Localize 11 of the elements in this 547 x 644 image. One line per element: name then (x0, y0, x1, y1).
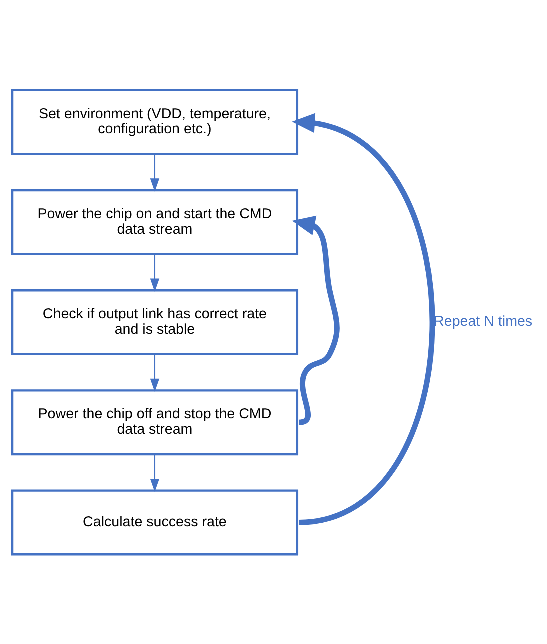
node-box: Calculate success rate (11, 489, 299, 556)
edge-label: Repeat N times (434, 314, 533, 330)
node-box: Power the chip off and stop the CMD data stream (11, 389, 299, 456)
arrow (150, 454, 160, 492)
node-box: Check if output link has correct rate and is stable (11, 289, 299, 355)
node-box: Set environment (VDD, temperature, configuration etc.) (11, 88, 299, 155)
node-box: Power the chip on and start the CMD data stream (11, 188, 299, 255)
arrow (150, 354, 160, 392)
arrow (150, 154, 160, 192)
arrow (292, 112, 436, 525)
arrow (150, 254, 160, 292)
